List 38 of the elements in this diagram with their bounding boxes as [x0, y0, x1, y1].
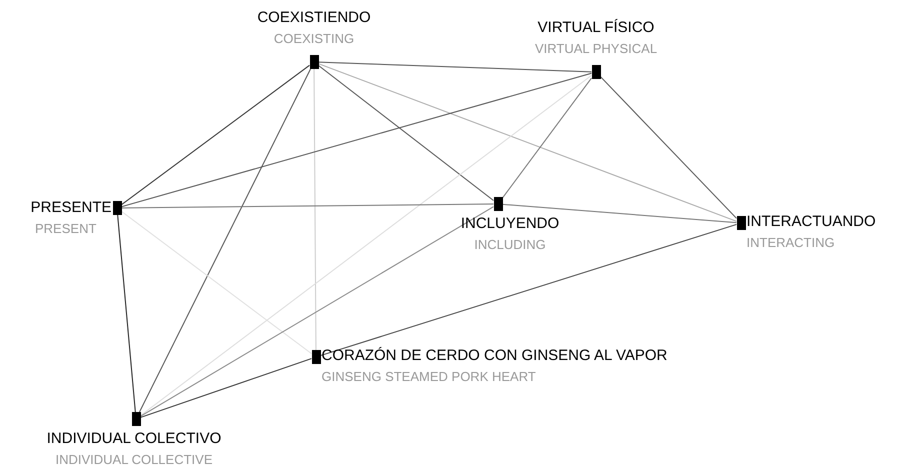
connector-line: [502, 204, 737, 224]
connector-line: [117, 214, 136, 412]
node-label: CORAZÓN DE CERDO CON GINSENG AL VAPOR: [322, 348, 668, 363]
connector-line: [139, 68, 311, 412]
connector-line: [318, 63, 737, 222]
translation-label: INDIVIDUAL COLLECTIVE: [56, 453, 212, 466]
node-marker: [592, 65, 600, 79]
connector-line: [121, 204, 494, 208]
translation-label: PRESENT: [35, 222, 96, 235]
translation-label: COEXISTING: [274, 32, 354, 45]
connector-line: [600, 76, 737, 219]
node-label: PRESENTE: [30, 200, 112, 215]
connector-line: [140, 74, 592, 416]
node-marker: [494, 197, 502, 211]
node-marker: [112, 201, 122, 215]
translation-label: INCLUDING: [474, 238, 546, 251]
translation-label: VIRTUAL PHYSICAL: [534, 42, 658, 55]
node-marker: [736, 216, 746, 230]
connector-line: [320, 224, 737, 356]
node-label: COEXISTIENDO: [257, 10, 371, 25]
node-label: VIRTUAL FÍSICO: [538, 20, 654, 35]
node-marker: [312, 350, 320, 364]
translation-label: INTERACTING: [746, 236, 835, 249]
connector-line: [121, 64, 310, 206]
connector-line: [314, 68, 316, 350]
connector-line: [140, 206, 494, 417]
connector-line: [318, 62, 592, 72]
connector-line: [121, 210, 312, 354]
connector-line: [140, 358, 312, 418]
translation-label: GINSENG STEAMED PORK HEART: [322, 370, 536, 383]
connector-line: [318, 64, 494, 202]
node-label: INTERACTUANDO: [746, 214, 876, 229]
node-label: INCLUYENDO: [460, 216, 560, 231]
connector-line: [121, 72, 592, 208]
connector-line: [502, 78, 592, 198]
node-marker: [310, 55, 318, 69]
node-marker: [132, 412, 140, 426]
node-label: INDIVIDUAL COLECTIVO: [46, 431, 222, 446]
